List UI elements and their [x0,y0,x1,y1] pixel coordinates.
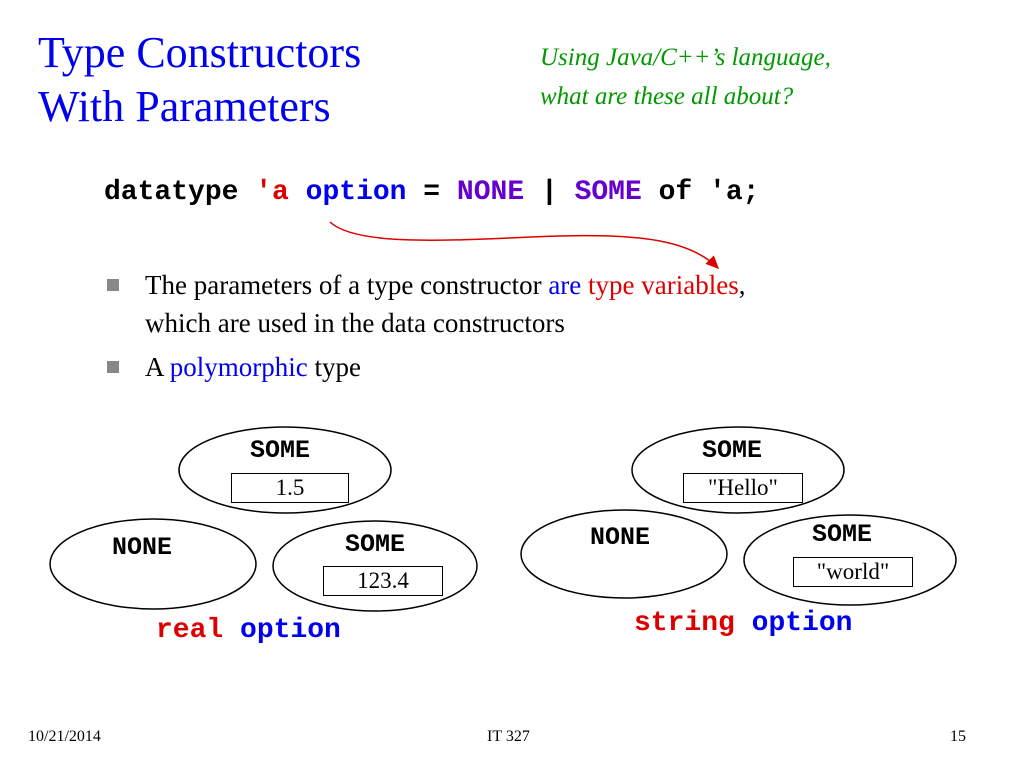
bullet-list: The parameters of a type constructor are… [105,266,945,392]
code-constructor-some: SOME [574,177,642,208]
string-some-right-ellipse [743,514,957,606]
side-note: Using Java/C++’s language, what are thes… [540,38,831,116]
footer-course: IT 327 [487,728,530,745]
bullet-square-icon [107,361,119,373]
real-some-top-label: SOME [250,436,311,465]
real-some-top-ellipse [178,426,392,514]
title-line-2: With Parameters [38,82,331,131]
caption-type-string: string [634,608,735,639]
code-type-variable: 'a [255,177,289,208]
real-some-right-ellipse [272,520,478,612]
code-type-name: option [305,177,407,208]
slide-title: Type Constructors With Parameters [38,26,361,134]
bullet-emphasis-type-variables: type variables [588,270,739,300]
bullet-emphasis-are: are [548,270,582,300]
string-some-top-value-box: "Hello" [683,473,803,503]
datatype-declaration: datatype 'a option = NONE | SOME of 'a; [104,176,759,210]
caption-type-real: real [156,615,224,646]
real-some-right-label: SOME [345,530,406,559]
code-keyword: datatype [104,177,239,208]
string-some-top-label: SOME [702,436,763,465]
real-some-right-value-box: 123.4 [323,566,443,596]
caption-option: option [751,608,853,639]
string-some-right-value-box: "world" [793,557,913,587]
string-none-label: NONE [590,523,651,552]
code-constructor-none: NONE [456,177,525,208]
bullet-square-icon [107,279,119,291]
real-option-caption: real option [156,615,341,646]
string-some-right-label: SOME [812,520,873,549]
real-none-label: NONE [112,533,173,562]
bullet-item: A polymorphic type [105,348,945,386]
bullet-comma: , [738,270,746,300]
title-line-1: Type Constructors [38,28,362,77]
bullet-item: The parameters of a type constructor are… [105,266,945,342]
bullet-text: The parameters of a type constructor [145,270,549,300]
bullet-text: A [145,352,170,382]
note-line-2: what are these all about? [540,83,794,110]
code-argument: 'a; [709,177,760,208]
note-line-1: Using Java/C++’s language, [540,44,831,71]
footer-date: 10/21/2014 [28,728,101,745]
footer-page-number: 15 [950,728,966,745]
code-equals: = [423,177,441,208]
bullet-emphasis-polymorphic: polymorphic [169,352,308,382]
annotation-arrow [329,221,720,270]
caption-option: option [240,615,341,646]
real-none-ellipse [49,518,257,610]
bullet-text-line-2: which are used in the data constructors [145,308,565,338]
code-of: of [658,177,693,208]
string-option-caption: string option [634,608,852,639]
string-none-ellipse [520,509,728,599]
real-some-top-value-box: 1.5 [231,473,349,503]
string-some-top-ellipse [631,426,845,514]
code-bar: | [540,177,558,208]
bullet-text-end: type [307,352,362,382]
